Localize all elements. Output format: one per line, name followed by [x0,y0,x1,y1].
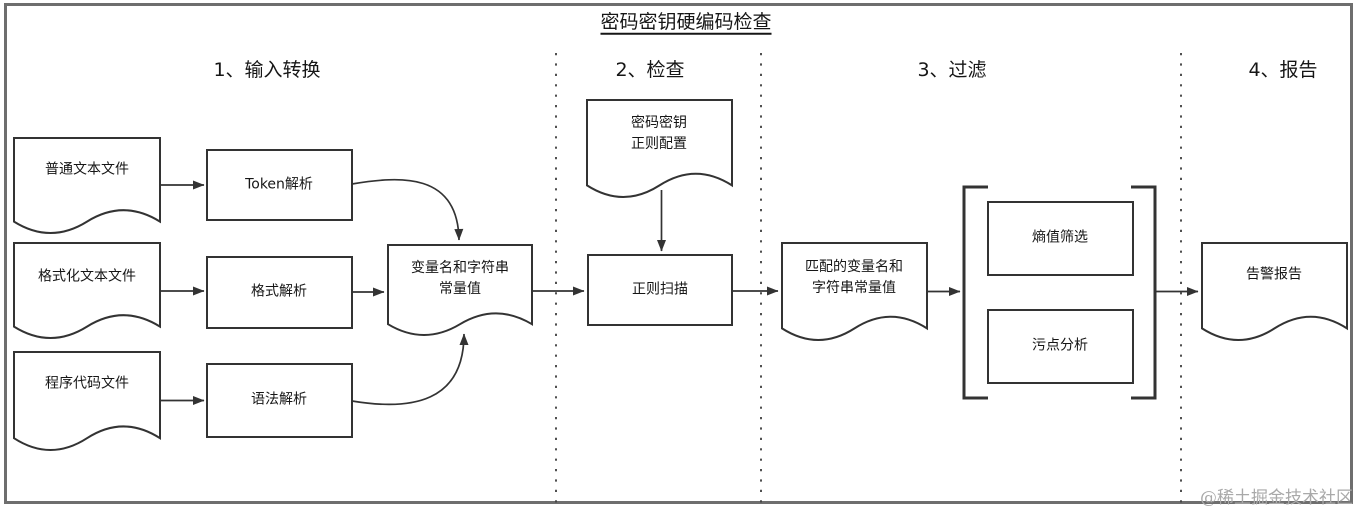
label-taint-analysis: 污点分析 [1032,337,1088,354]
page-title: 密码密钥硬编码检查 [600,10,772,33]
document-shapes [13,99,1348,451]
label-token-parse: Token解析 [245,176,313,193]
diagram-outer-border [4,3,1353,504]
label-format-parse: 格式解析 [251,283,307,300]
process-taint-analysis [987,309,1134,384]
document-source-code-file [13,351,161,451]
label-entropy-filter: 熵值筛选 [1032,229,1088,246]
process-entropy-filter [987,201,1134,276]
process-regex-scan [587,254,733,326]
document-regex-config [586,99,733,198]
section-header-check: 2、检查 [615,58,685,81]
document-plain-text-file [13,137,161,234]
label-regex-scan: 正则扫描 [632,281,688,298]
process-format-parse [206,256,353,329]
process-token-parse [206,149,353,221]
section-header-input-conversion: 1、输入转换 [213,58,321,81]
process-syntax-parse [206,363,353,438]
juejin-watermark: @稀土掘金技术社区 [1200,488,1353,508]
label-regex-config: 密码密钥 正则配置 [631,115,687,152]
left-bracket [962,185,988,400]
process-rectangles [206,149,1134,438]
section-header-report: 4、报告 [1248,58,1318,81]
document-formatted-text-file [13,242,161,339]
label-syntax-parse: 语法解析 [251,391,307,408]
label-formatted-text-file: 格式化文本文件 [38,268,136,285]
right-bracket [1131,185,1157,400]
label-source-code-file: 程序代码文件 [45,375,129,392]
document-var-string-const [387,244,533,336]
label-matched-values: 匹配的变量名和 字符串常量值 [805,259,903,296]
flow-arrows [160,178,1199,406]
filter-group-brackets [962,185,1157,400]
label-alert-report: 告警报告 [1246,266,1302,283]
label-plain-text-file: 普通文本文件 [45,161,129,178]
label-var-string-const: 变量名和字符串 常量值 [411,260,509,297]
document-alert-report [1201,242,1348,341]
section-header-filter: 3、过滤 [917,58,987,81]
document-matched-values [781,242,928,341]
